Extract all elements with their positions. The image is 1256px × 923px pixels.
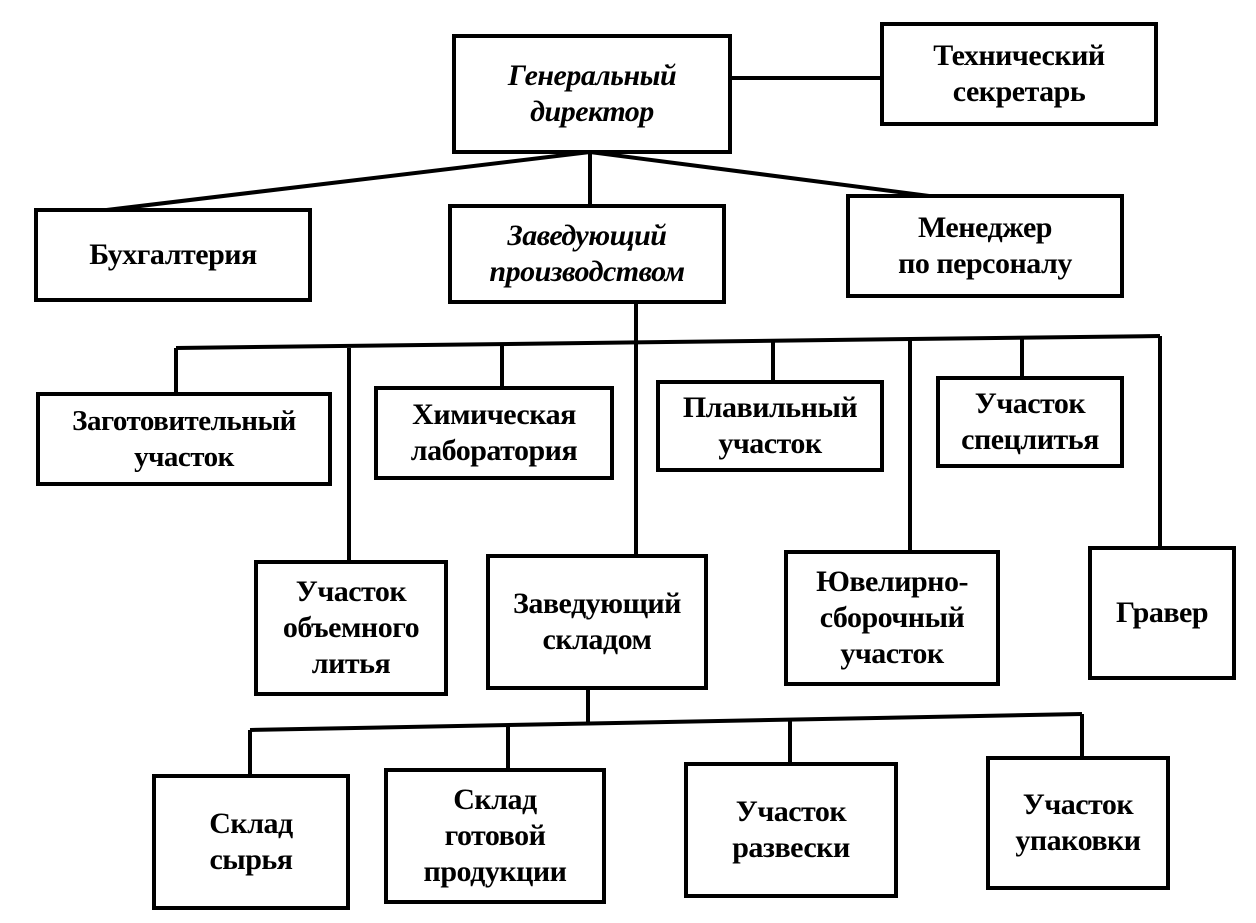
connector-ceo-accounting xyxy=(89,150,591,214)
node-engraver: Гравер xyxy=(1088,546,1236,680)
node-finished-warehouse: Склад готовой продукции xyxy=(384,768,606,904)
node-jewelry-assembly: Ювелирно- сборочный участок xyxy=(784,550,1000,686)
node-melting-section: Плавильный участок xyxy=(656,380,884,472)
node-ceo: Генеральный директор xyxy=(452,34,732,154)
node-special-casting: Участок спецлитья xyxy=(936,376,1124,468)
node-production-head: Заведующий производством xyxy=(448,204,726,304)
node-weighing-section: Участок развески xyxy=(684,762,898,898)
node-accounting: Бухгалтерия xyxy=(34,208,312,302)
node-volume-casting: Участок объемного литья xyxy=(254,560,448,696)
node-packing-section: Участок упаковки xyxy=(986,756,1170,890)
node-hr-manager: Менеджер по персоналу xyxy=(846,194,1124,298)
node-chem-lab: Химическая лаборатория xyxy=(374,386,614,480)
node-warehouse-head: Заведующий складом xyxy=(486,554,708,690)
node-blank-section: Заготовительный участок xyxy=(36,392,332,486)
node-raw-warehouse: Склад сырья xyxy=(152,774,350,910)
connector-production-bus xyxy=(175,334,1161,350)
node-tech-secretary: Технический секретарь xyxy=(880,22,1158,126)
connector-ceo-hr xyxy=(589,150,961,202)
connector-warehouse-bus xyxy=(249,712,1083,732)
